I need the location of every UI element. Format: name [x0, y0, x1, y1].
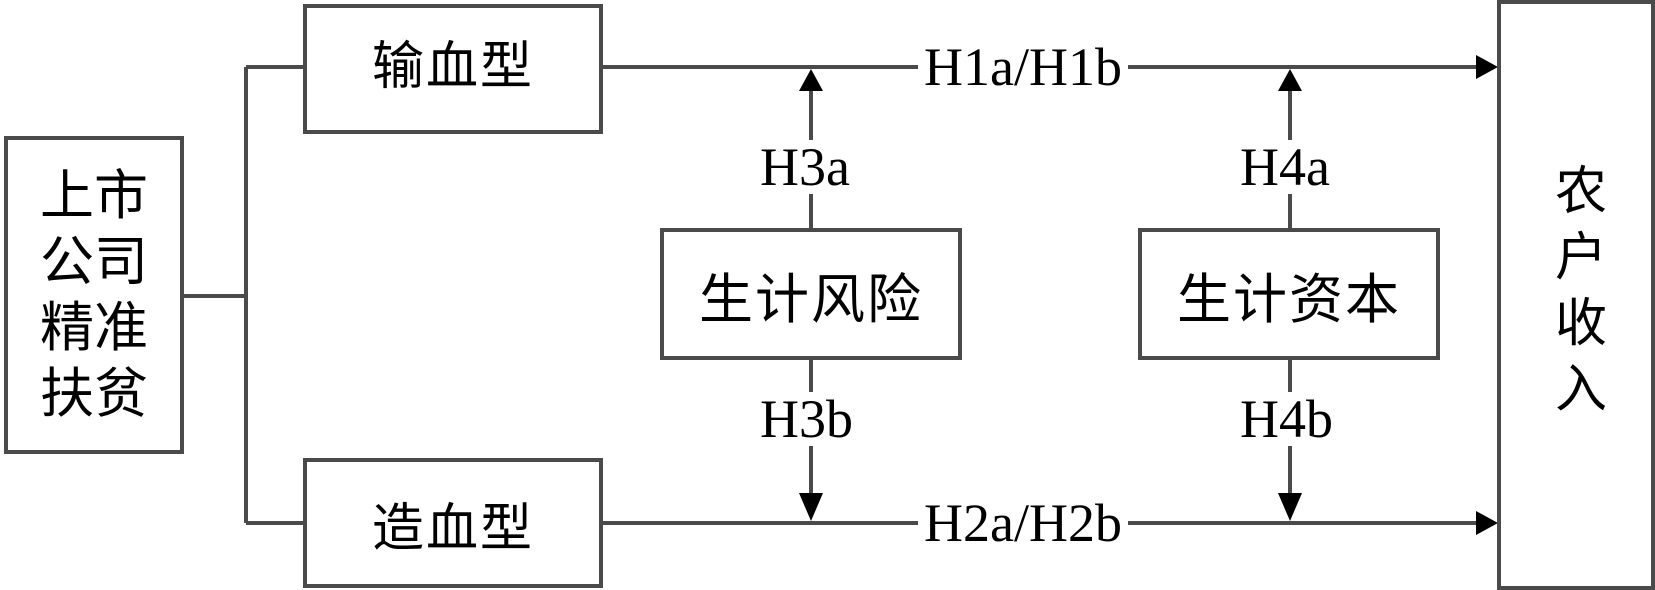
- edge-label-h1: H1a/H1b: [918, 40, 1128, 94]
- node-farmer-income-label: 农户收入: [1545, 163, 1606, 427]
- char: 扶: [40, 362, 94, 425]
- char: 上: [40, 164, 94, 227]
- edge-label-h3b: H3b: [754, 392, 859, 446]
- edge-label-h2: H2a/H2b: [918, 496, 1128, 550]
- char: 市: [94, 164, 148, 227]
- node-livelihood-capital: 生计资本: [1138, 228, 1440, 360]
- edge-label-h4b: H4b: [1234, 392, 1339, 446]
- node-source-text: 上 市 公 司 精 准 扶 贫: [40, 163, 148, 427]
- node-livelihood-risk: 生计风险: [660, 228, 962, 360]
- node-farmer-income: 农户收入: [1497, 0, 1655, 590]
- arrowhead-h4a: [1278, 69, 1302, 91]
- arrowhead-h2: [1476, 511, 1498, 535]
- node-transfusion-label: 输血型: [371, 37, 534, 97]
- node-hematopoietic-label: 造血型: [371, 499, 534, 559]
- char: 精: [40, 296, 94, 359]
- node-hematopoietic: 造血型: [303, 458, 603, 588]
- node-transfusion: 输血型: [303, 4, 603, 134]
- node-source: 上 市 公 司 精 准 扶 贫: [4, 136, 184, 454]
- arrowhead-h1: [1476, 55, 1498, 79]
- char: 公: [40, 230, 94, 293]
- node-livelihood-risk-label: 生计风险: [699, 267, 923, 331]
- node-livelihood-capital-label: 生计资本: [1177, 267, 1401, 331]
- arrowhead-h4b: [1278, 493, 1302, 521]
- char: 贫: [94, 362, 148, 425]
- edge-label-h4a: H4a: [1234, 140, 1336, 194]
- char: 司: [94, 230, 148, 293]
- edge-label-h3a: H3a: [754, 140, 856, 194]
- char: 准: [94, 296, 148, 359]
- arrowhead-h3b: [799, 493, 823, 521]
- arrowhead-h3a: [799, 69, 823, 91]
